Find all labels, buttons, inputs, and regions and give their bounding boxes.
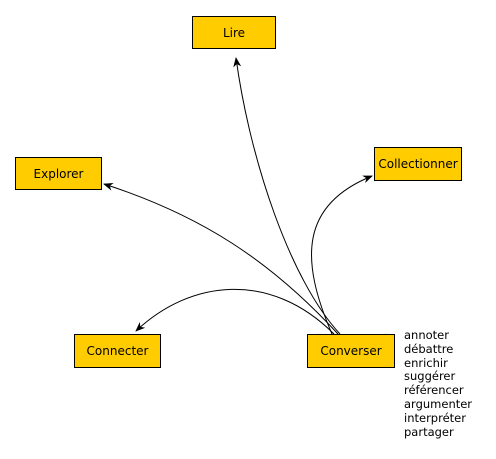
edge-converser-lire (233, 57, 341, 335)
action-item: suggérer (404, 369, 456, 384)
edge-converser-explorer (103, 182, 339, 335)
node-converser-label: Converser (320, 344, 382, 358)
node-collectionner-label: Collectionner (378, 157, 458, 171)
converser-actions-list: annoter débattre enrichir suggérer référ… (404, 328, 473, 439)
action-item: annoter (404, 328, 449, 342)
action-item: enrichir (404, 355, 448, 370)
node-lire-label: Lire (222, 25, 246, 40)
edge-converser-connecter (135, 288, 335, 335)
node-connecter-label: Connecter (86, 344, 149, 358)
node-collectionner: Collectionner (374, 147, 462, 181)
action-item: référencer (404, 383, 464, 398)
node-explorer-label: Explorer (33, 166, 84, 181)
edge-converser-collectionner (311, 175, 373, 335)
node-explorer: Explorer (15, 157, 102, 190)
action-item: argumenter (404, 396, 473, 411)
node-connecter: Connecter (74, 334, 161, 368)
action-item: interpréter (404, 410, 466, 425)
node-converser: Converser (307, 334, 395, 368)
action-item: débattre (404, 341, 454, 356)
action-item: partager (404, 424, 454, 439)
node-lire: Lire (192, 16, 276, 49)
